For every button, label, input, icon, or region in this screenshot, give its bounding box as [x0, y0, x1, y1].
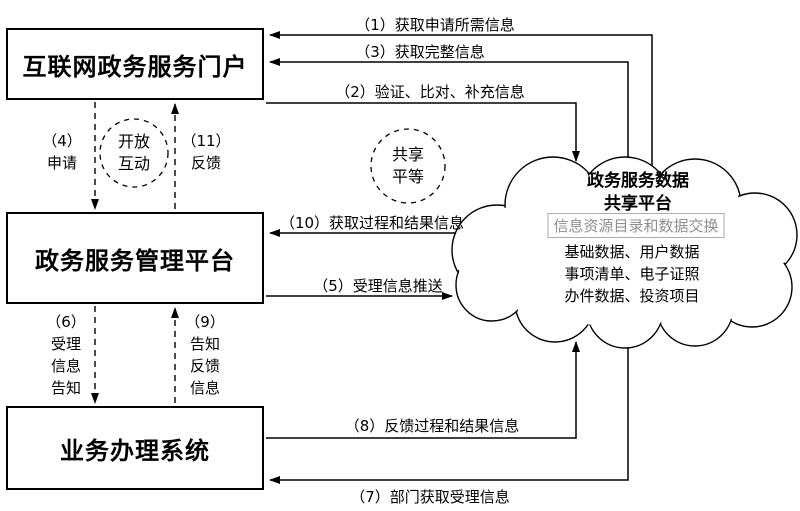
open-interaction-label: 开放 互动: [118, 131, 150, 175]
flow-label-4-text: 申请: [46, 154, 78, 172]
arrow-3-get-complete-info: [269, 58, 629, 200]
dashed-flow-arrows: [91, 102, 179, 404]
flow-label-11-num: （11）: [181, 132, 231, 150]
open-interaction-circle: [99, 118, 169, 188]
flow-label-2: （2）验证、比对、补充信息: [335, 83, 525, 101]
flow-label-3: （3）获取完整信息: [355, 43, 485, 61]
box-internet-portal: 互联网政务服务门户: [6, 28, 264, 100]
flow-label-9: （9） 告知 反馈 信息: [185, 311, 225, 399]
box-business-processing-system: 业务办理系统: [6, 406, 264, 490]
cloud-item-matter-list-certificates: 事项清单、电子证照: [564, 265, 700, 283]
flow-label-9-line3: 信息: [189, 379, 221, 397]
flow-label-4: （4） 申请: [42, 130, 82, 174]
arrow-8-feedback-process-result: [266, 341, 580, 439]
flow-label-5: （5）受理信息推送: [313, 277, 443, 295]
cloud-item-case-data-investment: 办件数据、投资项目: [564, 287, 700, 305]
flow-label-8: （8）反馈过程和结果信息: [344, 417, 520, 435]
share-equality-line2: 平等: [391, 167, 425, 186]
flow-label-9-num: （9）: [185, 313, 225, 331]
solid-flow-arrows: [266, 31, 653, 484]
flow-label-6: （6） 受理 信息 告知: [46, 311, 86, 399]
flow-label-9-line2: 反馈: [189, 357, 221, 375]
cloud-highlight-resource-catalog: 信息资源目录和数据交换: [547, 213, 725, 238]
flow-label-6-num: （6）: [46, 313, 86, 331]
cloud-title-line2: 共享平台: [604, 194, 672, 214]
flow-label-10: （10）获取过程和结果信息: [279, 214, 465, 232]
box-service-management-platform: 政务服务管理平台: [6, 212, 264, 304]
arrow-1-get-application-info: [269, 31, 653, 200]
flow-label-11: （11） 反馈: [181, 130, 230, 174]
share-equality-line1: 共享: [391, 145, 425, 164]
share-equality-circle: [370, 128, 446, 204]
flow-label-7: （7）部门获取受理信息: [350, 488, 510, 506]
box-business-processing-system-label: 业务办理系统: [60, 436, 210, 465]
box-internet-portal-label: 互联网政务服务门户: [22, 52, 248, 81]
flow-label-9-line1: 告知: [189, 335, 221, 353]
flow-label-4-num: （4）: [42, 132, 82, 150]
cloud-item-basic-user-data: 基础数据、用户数据: [564, 243, 700, 261]
open-interaction-line1: 开放: [117, 132, 151, 151]
arrow-2-verify-compare: [266, 102, 580, 162]
arrow-7-dept-get-acceptance: [269, 300, 629, 484]
open-interaction-line2: 互动: [117, 154, 151, 173]
box-service-management-platform-label: 政务服务管理平台: [35, 246, 235, 275]
flow-label-1: （1）获取申请所需信息: [355, 16, 515, 34]
flow-label-11-text: 反馈: [190, 154, 221, 172]
flow-label-6-line2: 信息: [50, 357, 82, 375]
share-equality-label: 共享 平等: [392, 144, 424, 188]
flow-label-6-line1: 受理: [50, 335, 82, 353]
cloud-title-line1: 政务服务数据: [587, 171, 689, 191]
flow-label-6-line3: 告知: [50, 379, 82, 397]
